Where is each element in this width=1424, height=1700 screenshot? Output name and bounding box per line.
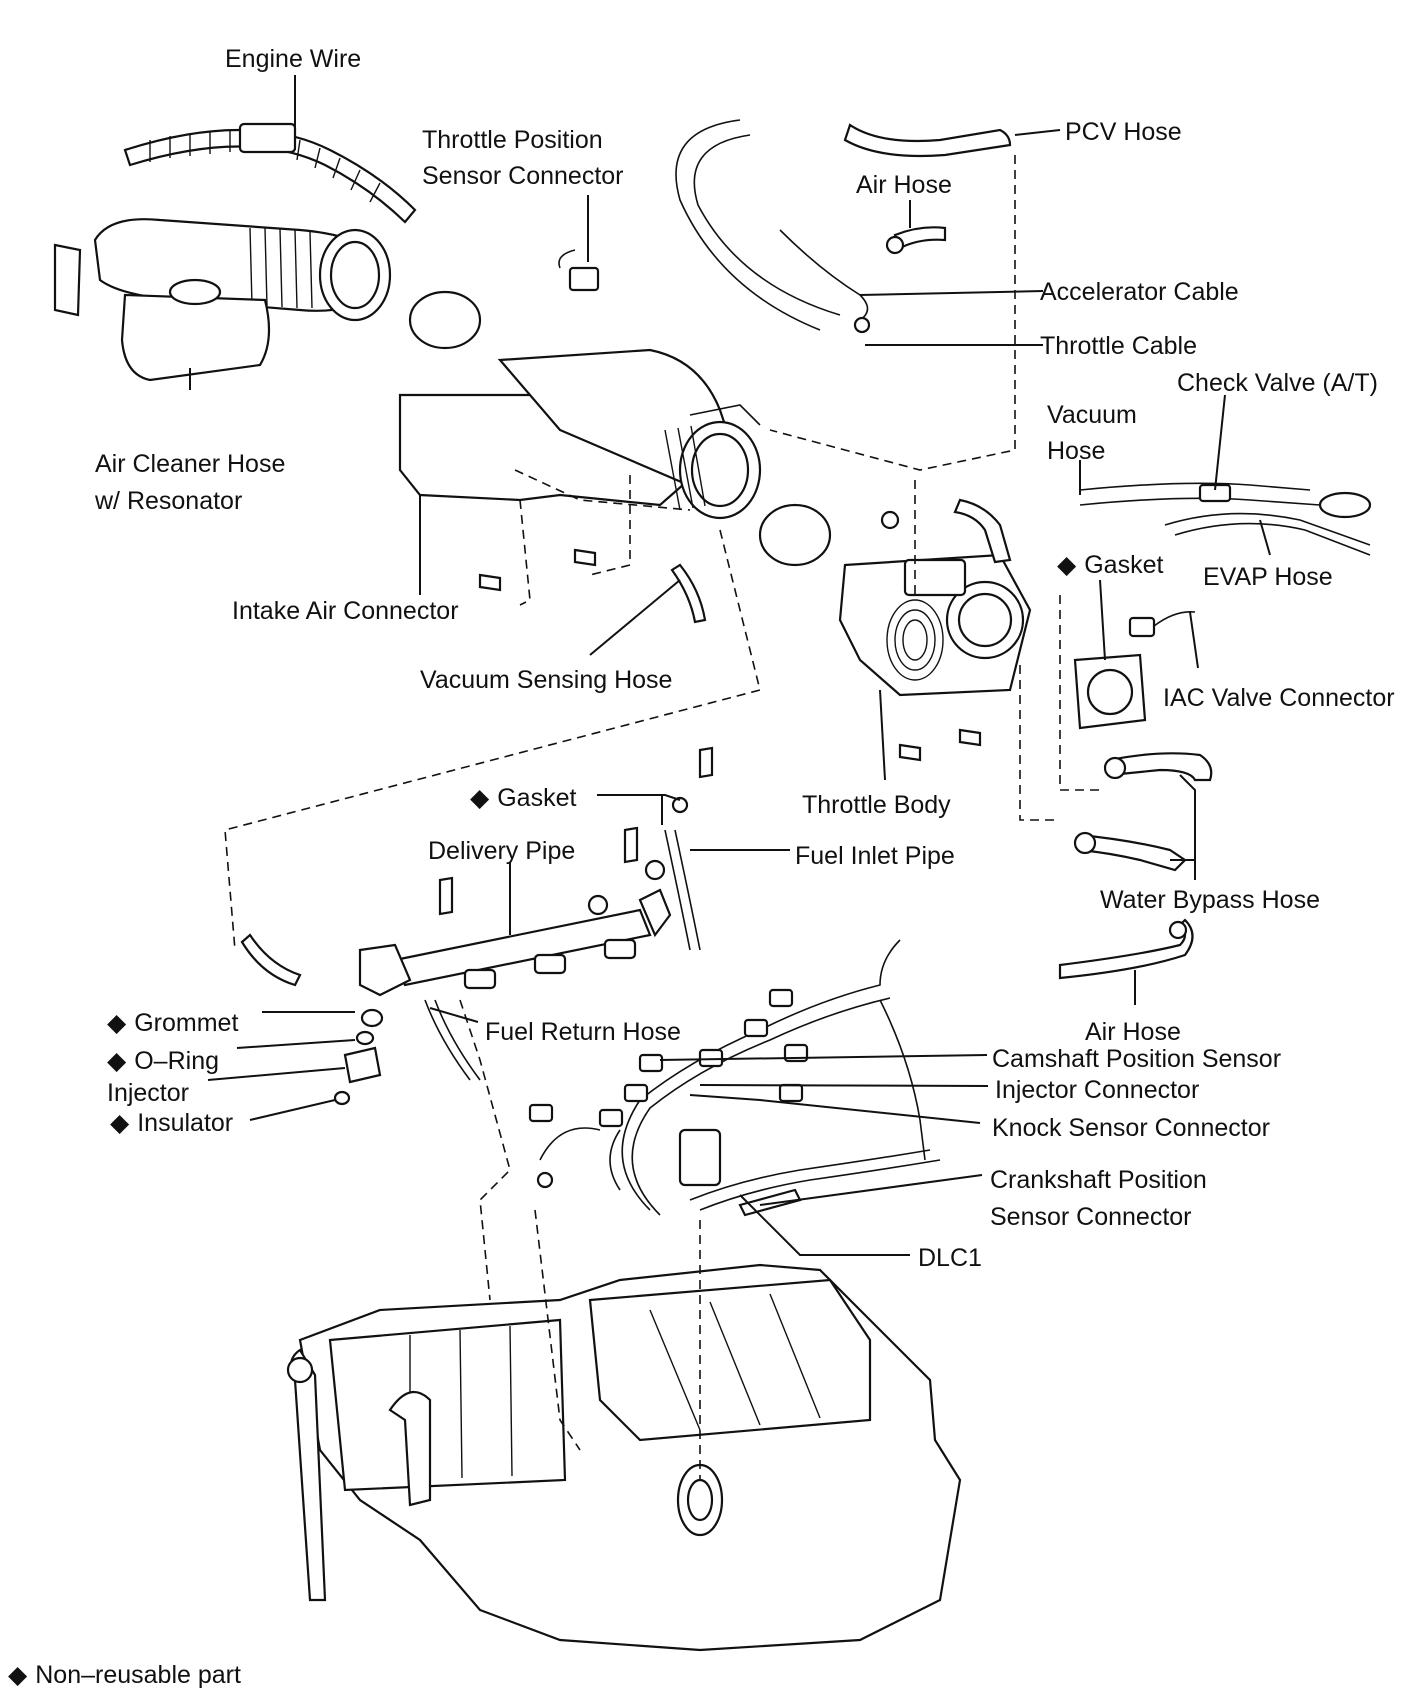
cables-part bbox=[675, 119, 871, 334]
engine-wire-part bbox=[123, 122, 417, 224]
non-reusable-marker: ◆ bbox=[1057, 551, 1077, 579]
label-air-cleaner-line1: Air Cleaner Hose bbox=[95, 450, 285, 478]
label-insulator: ◆Insulator bbox=[110, 1109, 233, 1137]
fuel-inlet-pipe-part bbox=[664, 829, 701, 951]
label-injector: Injector bbox=[107, 1079, 189, 1107]
label-vacuum-sensing-hose: Vacuum Sensing Hose bbox=[420, 666, 672, 694]
bolts-part bbox=[438, 510, 982, 916]
label-gasket-right: ◆Gasket bbox=[1057, 551, 1163, 579]
label-fuel-inlet-pipe: Fuel Inlet Pipe bbox=[795, 842, 955, 870]
label-delivery-pipe: Delivery Pipe bbox=[428, 837, 575, 865]
assembly-dashed-lines bbox=[224, 155, 1100, 1480]
label-engine-wire: Engine Wire bbox=[225, 45, 361, 73]
label-camshaft-position-sensor: Camshaft Position Sensor bbox=[992, 1045, 1281, 1073]
legend-symbol: ◆ bbox=[8, 1661, 28, 1689]
label-knock-sensor-connector: Knock Sensor Connector bbox=[992, 1114, 1270, 1142]
label-o-ring: ◆O–Ring bbox=[107, 1047, 219, 1075]
label-gasket-mid: ◆Gasket bbox=[470, 784, 576, 812]
label-accelerator-cable: Accelerator Cable bbox=[1040, 278, 1239, 306]
label-iac-valve-connector: IAC Valve Connector bbox=[1163, 684, 1395, 712]
label-crankshaft-line1: Crankshaft Position bbox=[990, 1166, 1207, 1194]
non-reusable-marker: ◆ bbox=[470, 784, 490, 812]
label-injector-connector: Injector Connector bbox=[995, 1076, 1199, 1104]
air-cleaner-hose-part bbox=[53, 218, 392, 382]
label-crankshaft-line2: Sensor Connector bbox=[990, 1203, 1192, 1231]
label-tps-connector-line1: Throttle Position bbox=[422, 126, 603, 154]
vacuum-evap-hoses-part bbox=[1079, 482, 1372, 556]
legend-non-reusable-part: ◆Non–reusable part bbox=[8, 1661, 241, 1689]
non-reusable-marker: ◆ bbox=[107, 1009, 127, 1037]
label-grommet: ◆Grommet bbox=[107, 1009, 238, 1037]
vacuum-sensing-hose-part bbox=[670, 563, 707, 624]
label-air-hose-top: Air Hose bbox=[856, 171, 952, 199]
label-dlc1: DLC1 bbox=[918, 1244, 982, 1272]
label-evap-hose: EVAP Hose bbox=[1203, 563, 1333, 591]
delivery-pipe-part bbox=[393, 796, 689, 990]
non-reusable-marker: ◆ bbox=[110, 1109, 130, 1137]
label-throttle-cable: Throttle Cable bbox=[1040, 332, 1197, 360]
air-hose-bottom-part bbox=[1058, 918, 1194, 980]
label-throttle-body: Throttle Body bbox=[802, 791, 951, 819]
air-hose-top-part bbox=[885, 226, 947, 255]
throttle-body-part bbox=[838, 498, 1032, 697]
non-reusable-marker: ◆ bbox=[107, 1047, 127, 1075]
label-pcv-hose: PCV Hose bbox=[1065, 118, 1182, 146]
label-fuel-return-hose: Fuel Return Hose bbox=[485, 1018, 681, 1046]
label-intake-air-connector: Intake Air Connector bbox=[232, 597, 459, 625]
label-air-cleaner-line2: w/ Resonator bbox=[94, 487, 242, 515]
label-vacuum-hose-line2: Hose bbox=[1047, 437, 1105, 465]
label-vacuum-hose-line1: Vacuum bbox=[1047, 401, 1137, 429]
label-water-bypass-hose: Water Bypass Hose bbox=[1100, 886, 1320, 914]
hose-clamp-part bbox=[408, 290, 832, 567]
water-bypass-hose-part bbox=[1073, 752, 1213, 872]
label-tps-connector-line2: Sensor Connector bbox=[422, 162, 624, 190]
iac-connector-part bbox=[1128, 610, 1196, 638]
gasket-right-part bbox=[1073, 653, 1147, 730]
injector-stack-part bbox=[240, 933, 481, 1106]
pcv-hose-part bbox=[843, 123, 1012, 158]
wiring-harness-part bbox=[528, 939, 941, 1217]
legend-text: Non–reusable part bbox=[35, 1661, 241, 1689]
leader-lines bbox=[189, 75, 1271, 1256]
callout-labels: Engine Wire Throttle Position Sensor Con… bbox=[94, 45, 1395, 1272]
tps-connector-part bbox=[558, 249, 600, 292]
label-air-hose-bottom: Air Hose bbox=[1085, 1018, 1181, 1046]
label-check-valve: Check Valve (A/T) bbox=[1177, 369, 1378, 397]
engine-block-part bbox=[286, 1263, 962, 1652]
intake-air-connector-part bbox=[398, 348, 762, 520]
